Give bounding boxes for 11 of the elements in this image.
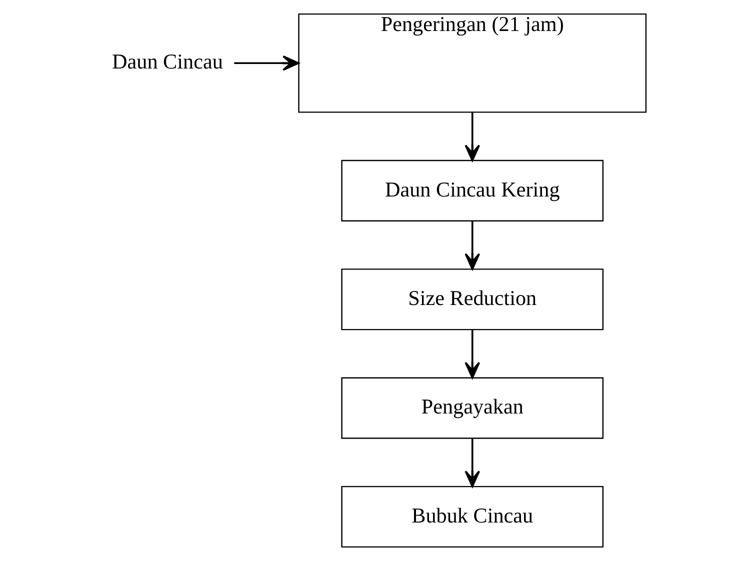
- node-box: Pengayakan: [340, 377, 604, 439]
- arrow: [234, 55, 299, 71]
- node-text: Daun Cincau: [112, 50, 222, 74]
- arrow: [464, 221, 480, 270]
- arrow: [464, 112, 480, 162]
- node-box: Bubuk Cincau: [340, 486, 604, 548]
- node-box: Size Reduction: [340, 268, 604, 330]
- arrow: [464, 438, 480, 488]
- arrow: [464, 330, 480, 379]
- node-box: Daun Cincau Kering: [340, 160, 604, 222]
- node-box: Pengeringan (21 jam): [298, 13, 646, 113]
